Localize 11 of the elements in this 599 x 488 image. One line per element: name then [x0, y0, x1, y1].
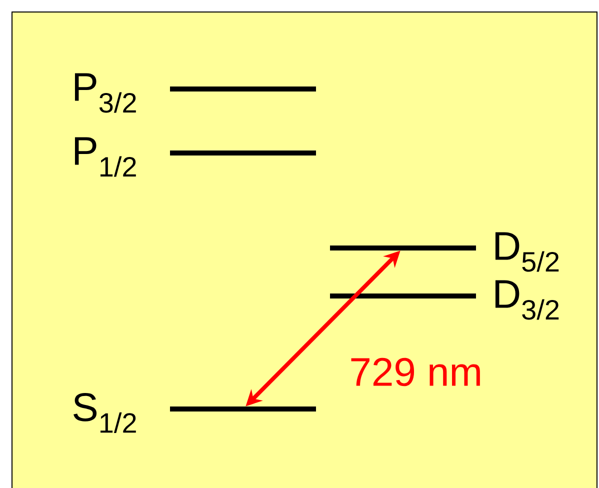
node-label: P$_{3/2}$: [74, 73, 136, 113]
node-label: P$_{1/2}$: [74, 137, 136, 177]
energy-level: D$_{5/2}$: [330, 232, 559, 272]
node-label: S$_{1/2}$: [74, 393, 136, 433]
node-label: D$_{3/2}$: [495, 280, 559, 320]
energy-level: S$_{1/2}$: [74, 393, 316, 433]
edge-label: 729 nm: [351, 358, 480, 386]
energy-level: P$_{1/2}$: [74, 137, 316, 177]
energy-level: P$_{3/2}$: [74, 73, 316, 113]
energy-level: D$_{3/2}$: [330, 280, 559, 320]
node-label: D$_{5/2}$: [495, 232, 559, 272]
